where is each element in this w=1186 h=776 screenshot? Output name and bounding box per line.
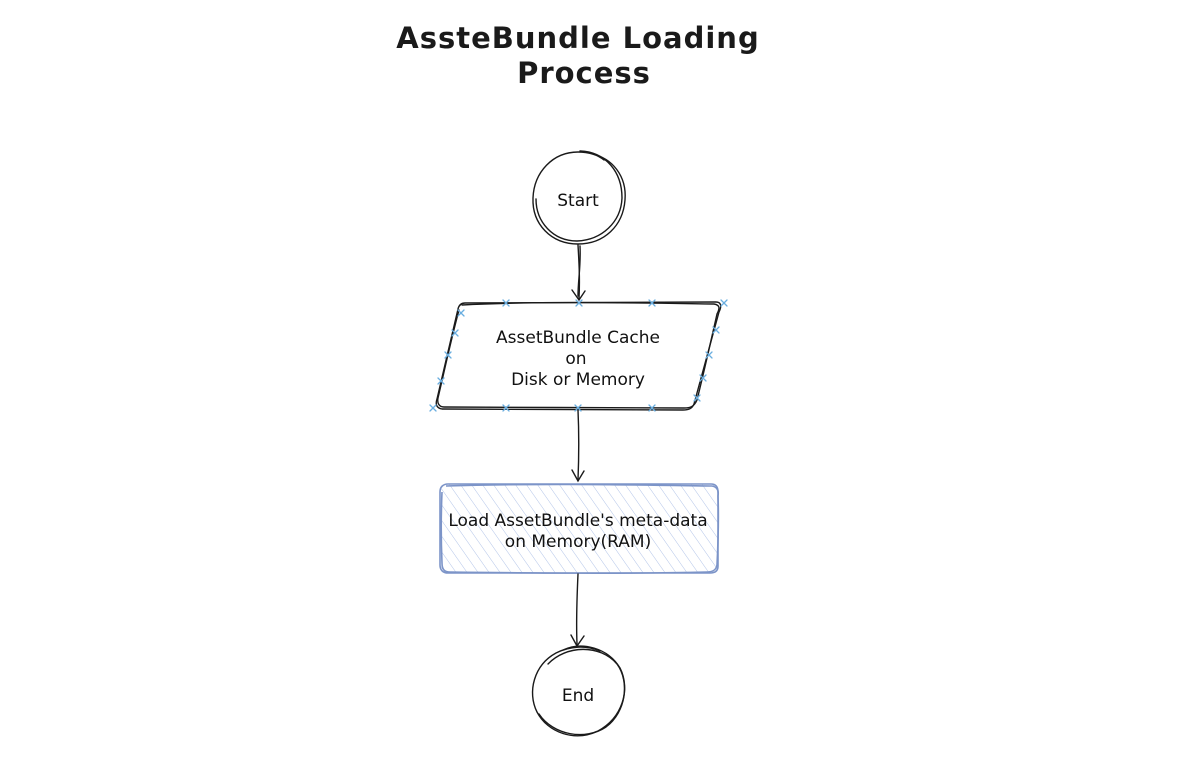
selection-handle-x-icon[interactable] — [693, 394, 701, 402]
arrow-load-to-end — [570, 573, 585, 648]
selection-handle-x-icon[interactable] — [437, 377, 445, 385]
selection-handle-x-icon[interactable] — [705, 351, 713, 359]
cache-node-label-line-3: Disk or Memory — [511, 370, 645, 390]
selection-handle-x-icon[interactable] — [502, 299, 510, 307]
selection-handle-x-icon[interactable] — [574, 404, 582, 412]
arrow-cache-to-load — [571, 409, 585, 483]
cache-node-label-line-1: AssetBundle Cache — [496, 328, 660, 348]
selection-handle-x-icon[interactable] — [457, 309, 465, 317]
selection-handle-x-icon[interactable] — [502, 404, 510, 412]
load-node-label-line-1: Load AssetBundle's meta-data — [448, 511, 707, 531]
selection-handle-x-icon[interactable] — [648, 404, 656, 412]
selection-handle-x-icon[interactable] — [720, 299, 728, 307]
selection-handle-x-icon[interactable] — [429, 404, 437, 412]
selection-handle-x-icon[interactable] — [451, 329, 459, 337]
selection-handle-x-icon[interactable] — [648, 299, 656, 307]
selection-handle-x-icon[interactable] — [699, 374, 707, 382]
selection-handle-x-icon[interactable] — [444, 351, 452, 359]
selection-handles[interactable] — [429, 299, 728, 412]
end-node[interactable]: End — [531, 645, 626, 737]
cache-node-label-line-2: on — [565, 349, 586, 369]
diagram-title-line-2: Process — [517, 56, 651, 90]
load-metadata-node[interactable]: Load AssetBundle's meta-data on Memory(R… — [439, 483, 720, 574]
selection-handle-x-icon[interactable] — [575, 299, 583, 307]
start-node[interactable]: Start — [532, 150, 626, 245]
selection-handle-x-icon[interactable] — [712, 326, 720, 334]
cache-node[interactable]: AssetBundle Cache on Disk or Memory — [435, 301, 722, 411]
diagram-title-line-1: AssteBundle Loading — [396, 21, 759, 55]
arrow-start-to-cache — [571, 244, 586, 302]
start-node-label: Start — [557, 191, 599, 211]
end-node-label: End — [562, 686, 594, 706]
load-node-label-line-2: on Memory(RAM) — [505, 532, 651, 552]
